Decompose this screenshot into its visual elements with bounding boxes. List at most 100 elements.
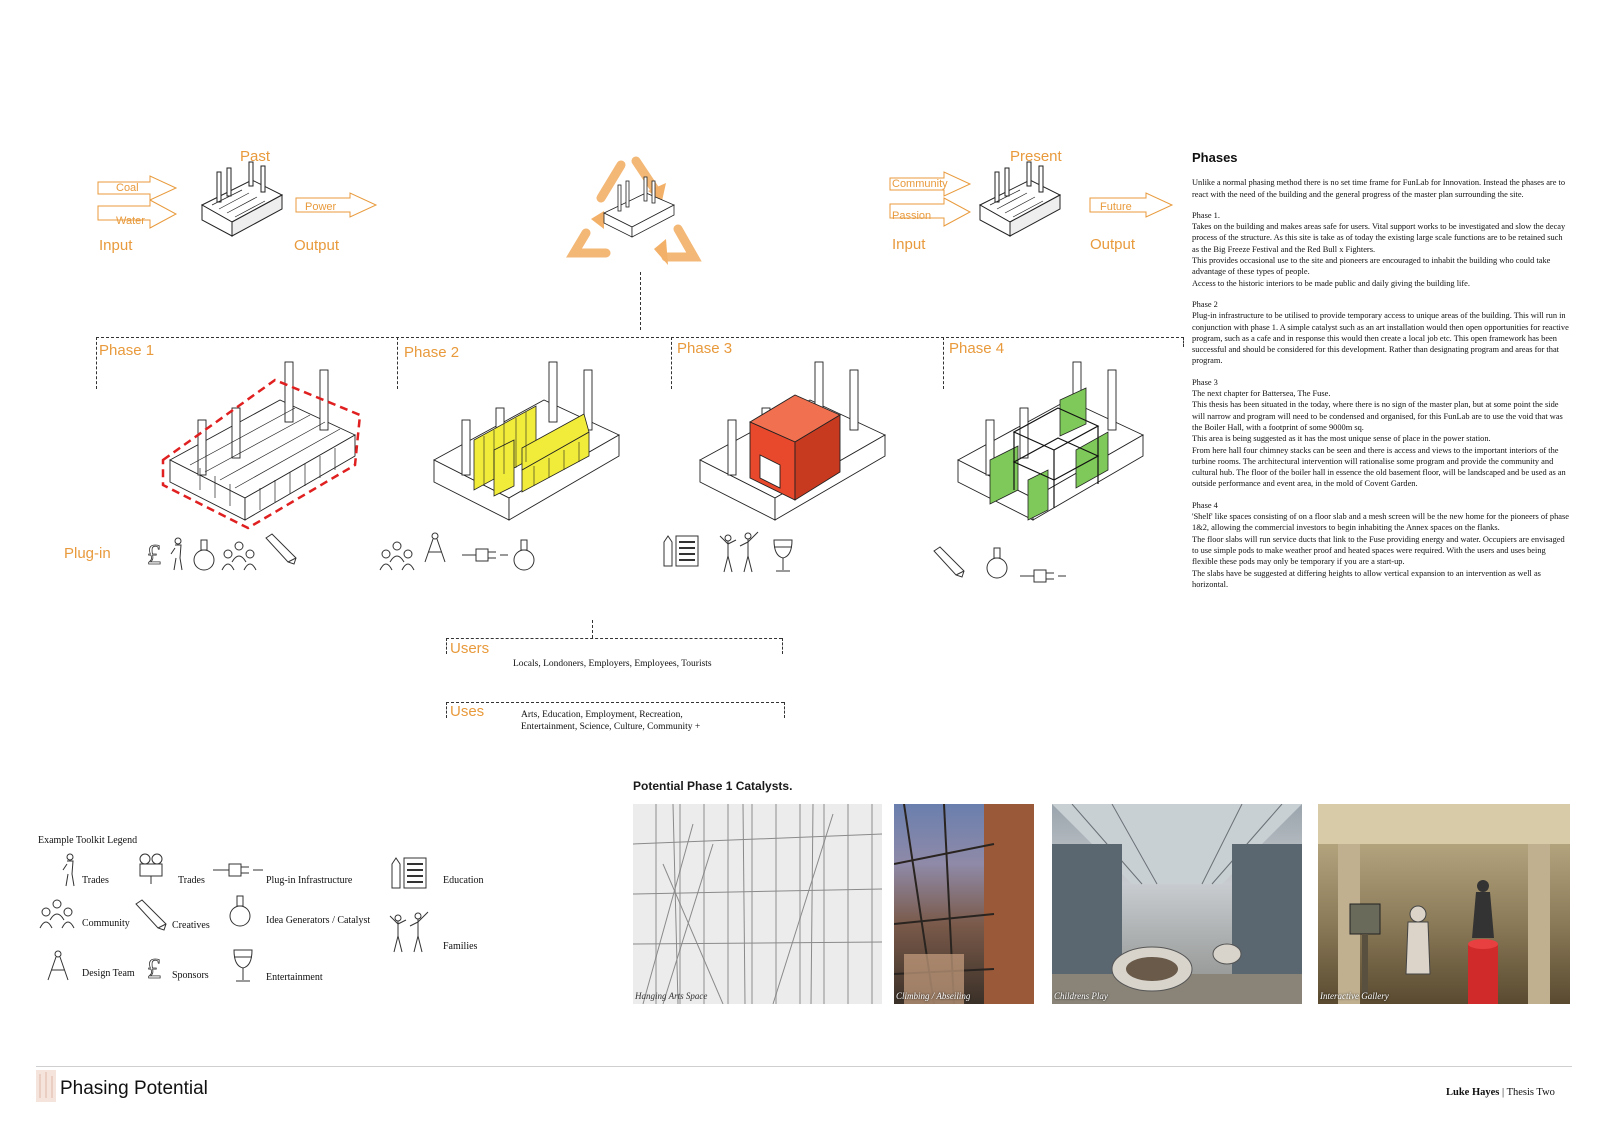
plugin-label: Plug-in xyxy=(64,545,111,562)
legend-design-team-compass-icon xyxy=(47,950,69,981)
uses-box-top xyxy=(446,702,784,703)
photo-climbing-abseiling: Climbing / Abseiling xyxy=(894,804,1034,1004)
phase4-title: Phase 4 xyxy=(949,340,1005,357)
trades-worker-icon xyxy=(170,537,183,571)
output-arrow-present xyxy=(1089,192,1174,218)
phase3-text-c: This area is being suggested as it has t… xyxy=(1192,434,1491,444)
footer-author: Luke Hayes xyxy=(1446,1087,1500,1098)
legend-creatives-pencil-icon xyxy=(135,899,167,931)
uses-box-left xyxy=(446,702,447,718)
phase1-text-c: Access to the historic interiors to be m… xyxy=(1192,278,1470,288)
photo-hanging-arts-space: Hanging Arts Space xyxy=(633,804,882,1004)
input-coal-label: Coal xyxy=(116,182,139,194)
sponsors-icon: £ xyxy=(147,540,162,570)
phase4-text-title: Phase 4 xyxy=(1192,500,1218,510)
input-community-label: Community xyxy=(892,178,948,190)
present-input-label: Input xyxy=(892,236,926,253)
phase1-title: Phase 1 xyxy=(99,342,155,359)
catalysts-title: Potential Phase 1 Catalysts. xyxy=(633,779,793,793)
design-team-compass-icon xyxy=(424,532,446,563)
power-station-present-icon xyxy=(978,161,1062,237)
photo-caption-4: Interactive Gallery xyxy=(1320,991,1389,1001)
photo-caption-2: Climbing / Abseiling xyxy=(896,991,971,1001)
scaffold-tower-image xyxy=(894,804,1034,1004)
tree-end xyxy=(1183,337,1184,347)
footer-separator: | xyxy=(1499,1087,1507,1098)
phase1-building xyxy=(161,361,362,530)
phase3-title: Phase 3 xyxy=(677,340,733,357)
input-arrows-past xyxy=(97,175,178,229)
phase2-title: Phase 2 xyxy=(404,344,460,361)
users-box-right xyxy=(782,638,783,654)
phase3-building xyxy=(699,361,886,521)
phase3-text-title: Phase 3 xyxy=(1192,377,1218,387)
phases-heading: Phases xyxy=(1192,150,1238,165)
footer-thesis: Thesis Two xyxy=(1506,1087,1555,1098)
phase4-building xyxy=(957,361,1144,521)
idea-generator-flask-icon-3 xyxy=(986,547,1008,579)
legend-entertainment-wine-glass-icon xyxy=(233,949,253,982)
idea-generator-flask-icon xyxy=(193,539,215,571)
users-label: Users xyxy=(450,640,490,657)
community-icon-2 xyxy=(379,541,415,571)
entertainment-wine-glass-icon xyxy=(773,539,793,572)
phase3-text-a: The next chapter for Battersea, The Fuse… xyxy=(1192,389,1331,399)
phase4-text-a: 'Shelf' like spaces consisting of on a f… xyxy=(1192,512,1569,533)
footer-logo-icon xyxy=(36,1070,56,1102)
idea-generator-flask-icon-2 xyxy=(513,539,535,571)
photo-childrens-play: Childrens Play xyxy=(1052,804,1302,1004)
input-arrows-present xyxy=(889,171,972,227)
phase1-text-b: This provides occasional use to the site… xyxy=(1192,256,1551,277)
photo-caption-1: Hanging Arts Space xyxy=(635,991,708,1001)
present-output-label: Output xyxy=(1090,236,1136,253)
phases-text-column: Phases Unlike a normal phasing method th… xyxy=(1192,150,1570,590)
community-icon xyxy=(221,541,257,571)
uses-text-line2: Entertainment, Science, Culture, Communi… xyxy=(521,722,701,732)
footer-rule xyxy=(36,1066,1572,1067)
legend-design-team-label: Design Team xyxy=(82,968,135,979)
phase3-text-d: From here hall four chimney stacks can b… xyxy=(1192,445,1566,489)
svg-text:£: £ xyxy=(147,954,161,984)
legend-title: Example Toolkit Legend xyxy=(38,835,138,846)
uses-text-line1: Arts, Education, Employment, Recreation, xyxy=(521,710,683,720)
legend-plugin-label: Plug-in Infrastructure xyxy=(266,875,353,886)
legend-sponsors-label: Sponsors xyxy=(172,970,209,981)
present-title: Present xyxy=(1010,148,1062,165)
users-box-left xyxy=(446,638,447,654)
phase4-text-b: The floor slabs will run service ducts t… xyxy=(1192,534,1565,567)
tree-branch xyxy=(96,337,1184,338)
output-power-label: Power xyxy=(305,201,337,213)
legend-trades-camera-icon xyxy=(139,853,163,884)
power-station-past-icon xyxy=(200,161,284,237)
legend-community-label: Community xyxy=(82,918,130,929)
phase2-drop xyxy=(397,337,398,389)
phase3-drop xyxy=(671,337,672,389)
past-title: Past xyxy=(240,148,271,165)
legend-creatives-label: Creatives xyxy=(172,920,210,931)
legend-community-icon xyxy=(39,899,75,929)
users-text: Locals, Londoners, Employers, Employees,… xyxy=(513,659,712,669)
users-stem xyxy=(592,620,593,638)
phases-intro: Unlike a normal phasing method there is … xyxy=(1192,178,1566,199)
past-output-label: Output xyxy=(294,237,340,254)
plugin-infrastructure-icon xyxy=(462,548,508,562)
phase1-text-title: Phase 1. xyxy=(1192,210,1220,220)
education-icon xyxy=(663,535,699,567)
phase4-text-c: The slabs have be suggested at differing… xyxy=(1192,568,1541,589)
phase4-drop xyxy=(943,337,944,389)
legend-families-icon xyxy=(389,911,429,953)
legend-idea-generator-flask-icon xyxy=(229,895,251,927)
output-arrow-past xyxy=(295,192,378,218)
legend-sponsors-icon: £ xyxy=(147,954,162,984)
legend-trades-worker-icon xyxy=(62,853,75,887)
svg-text:£: £ xyxy=(147,540,161,570)
output-future-label: Future xyxy=(1100,201,1132,213)
recycle-cycle-icon xyxy=(566,156,702,265)
legend-education-icon xyxy=(391,857,427,889)
families-icon xyxy=(719,531,759,573)
scaffold-lines-image xyxy=(633,804,882,1004)
input-passion-label: Passion xyxy=(892,210,932,222)
creatives-pencil-icon-2 xyxy=(933,546,965,578)
uses-box-right xyxy=(784,702,785,718)
legend-education-label: Education xyxy=(443,875,484,886)
